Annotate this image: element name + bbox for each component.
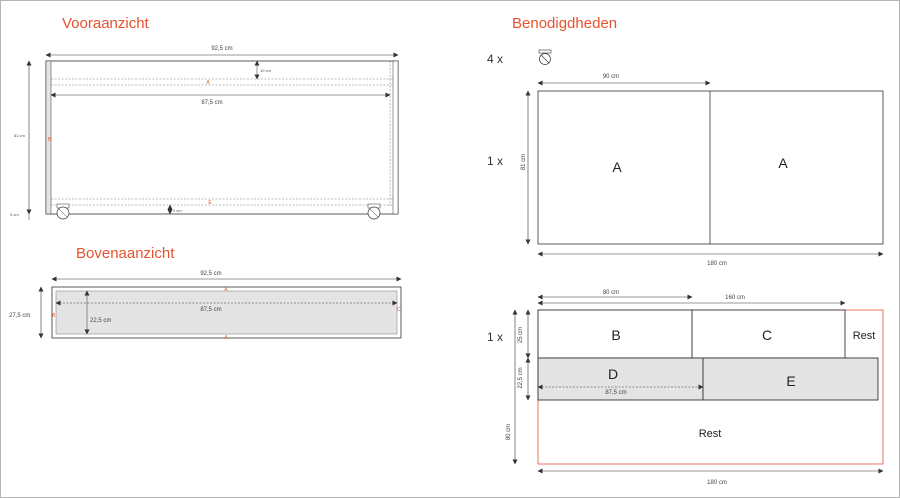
front-width-label: 92,5 cm <box>211 46 232 52</box>
front-left-panel <box>45 60 52 215</box>
board1-part-right: A <box>778 155 788 171</box>
top-mark-left: B <box>52 313 56 319</box>
board2-160-label: 160 cm <box>725 295 745 301</box>
top-mark-top: A <box>224 287 228 293</box>
board1-height-label: 81 cm <box>521 154 527 170</box>
front-cabinet <box>45 60 399 215</box>
board2-part-b-label: B <box>611 327 620 343</box>
top-mark-right: C <box>397 307 401 313</box>
front-mark-side: B <box>48 137 52 143</box>
board2-875-label: 87,5 cm <box>605 390 626 396</box>
front-bottom-gap-label: 3 cm <box>173 208 182 213</box>
heading-materials: Benodigdheden <box>512 15 618 32</box>
top-mark-bottom: A <box>224 335 228 341</box>
front-mark-bottom: E <box>208 200 212 206</box>
top-inner-depth-label: 22,5 cm <box>90 318 111 324</box>
board2-25-label: 25 cm <box>518 327 524 343</box>
top-view: 92,5 cm A A B C 87,5 cm 22,5 cm 27,5 cm <box>9 271 402 341</box>
board2-rest-top: Rest <box>853 330 876 342</box>
board2-part-c <box>691 309 846 359</box>
board2-80-label: 80 cm <box>603 290 619 296</box>
caster-wheel-icon <box>367 203 381 220</box>
board1-count: 1 x <box>487 154 503 168</box>
board2-rest-bottom: Rest <box>699 428 722 440</box>
board2-part-c-label: C <box>762 327 772 343</box>
board1-half-width-label: 90 cm <box>603 74 619 80</box>
front-height-label: 81 cm <box>14 133 26 138</box>
top-inner-width-label: 87,5 cm <box>200 307 221 313</box>
wheels-count: 4 x <box>487 52 503 66</box>
board2-count: 1 x <box>487 330 503 344</box>
top-width-label: 92,5 cm <box>200 271 221 277</box>
board2-part-e-label: E <box>786 373 795 389</box>
board1-part-left: A <box>612 159 622 175</box>
front-wheel-gap-label: 5 cm <box>10 212 19 217</box>
heading-top-view: Bovenaanzicht <box>76 245 175 262</box>
board1-total-width-label: 180 cm <box>707 261 727 267</box>
materials: 4 x 1 x 90 cm A A 81 cm 180 cm 1 x 80 cm… <box>487 49 884 486</box>
caster-wheel-icon <box>538 49 552 65</box>
front-top-gap-label: 10 cm <box>260 68 272 73</box>
top-inner-floor <box>55 290 398 335</box>
board1-outline <box>537 90 884 245</box>
board2-part-e <box>702 357 879 401</box>
front-view: 92,5 cm A 87,5 cm 10 cm E 3 cm B 81 cm 5… <box>10 46 399 220</box>
top-depth-label: 27,5 cm <box>9 313 30 319</box>
front-mark-top: A <box>206 80 210 86</box>
board2-225-label: 22,5 cm <box>518 367 524 388</box>
front-right-panel <box>392 60 399 215</box>
board2-part-b <box>537 309 693 359</box>
front-inner-width-label: 87,5 cm <box>201 100 222 106</box>
caster-wheel-icon <box>56 203 70 220</box>
board2-part-d-label: D <box>608 366 618 382</box>
board2-part-d <box>537 357 704 401</box>
board2-total-width-label: 180 cm <box>707 480 727 486</box>
heading-front-view: Vooraanzicht <box>62 15 149 32</box>
board2-80v-label: 80 cm <box>506 424 512 440</box>
